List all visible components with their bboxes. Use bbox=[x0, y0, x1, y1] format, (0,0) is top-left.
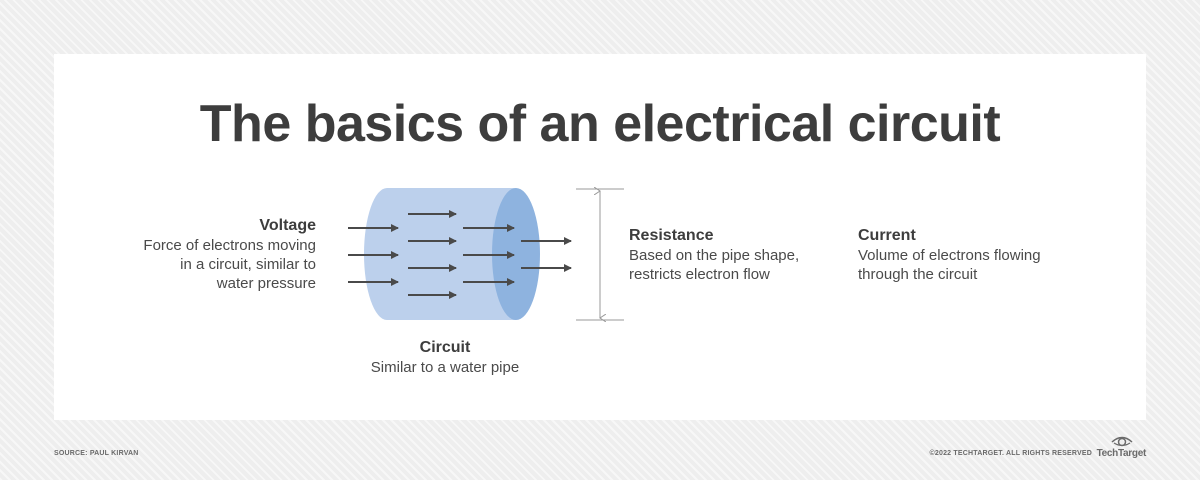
copyright-notice: ©2022 TECHTARGET. ALL RIGHTS RESERVED bbox=[929, 450, 1092, 457]
source-credit: SOURCE: PAUL KIRVAN bbox=[54, 450, 139, 457]
voltage-label: Voltage Force of electrons moving in a c… bbox=[100, 216, 316, 293]
resistance-desc-line: Based on the pipe shape, bbox=[629, 247, 800, 264]
circuit-description: Similar to a water pipe bbox=[370, 359, 520, 376]
resistance-label: Resistance Based on the pipe shape, rest… bbox=[629, 226, 839, 284]
voltage-desc-line: in a circuit, similar to bbox=[180, 256, 316, 273]
pipe-body bbox=[364, 188, 516, 320]
circuit-heading: Circuit bbox=[419, 339, 471, 356]
water-pipe bbox=[364, 188, 540, 320]
current-desc-line: Volume of electrons flowing bbox=[858, 247, 1041, 264]
voltage-desc-line: Force of electrons moving bbox=[143, 237, 316, 254]
pipe-end bbox=[492, 188, 540, 320]
page-title: The basics of an electrical circuit bbox=[199, 95, 1001, 153]
current-heading: Current bbox=[858, 227, 916, 244]
techtarget-logo-text: TechTarget bbox=[1096, 448, 1147, 459]
resistance-desc-line: restricts electron flow bbox=[629, 266, 770, 283]
resistance-heading: Resistance bbox=[629, 227, 714, 244]
current-desc-line: through the circuit bbox=[858, 266, 978, 283]
voltage-heading: Voltage bbox=[259, 217, 316, 234]
electron-arrows bbox=[348, 210, 572, 299]
circuit-label: Circuit Similar to a water pipe bbox=[330, 338, 560, 377]
voltage-desc-line: water pressure bbox=[216, 275, 316, 292]
techtarget-eye-icon bbox=[1111, 436, 1133, 447]
resistance-guide bbox=[576, 189, 624, 320]
current-label: Current Volume of electrons flowing thro… bbox=[858, 226, 1098, 284]
